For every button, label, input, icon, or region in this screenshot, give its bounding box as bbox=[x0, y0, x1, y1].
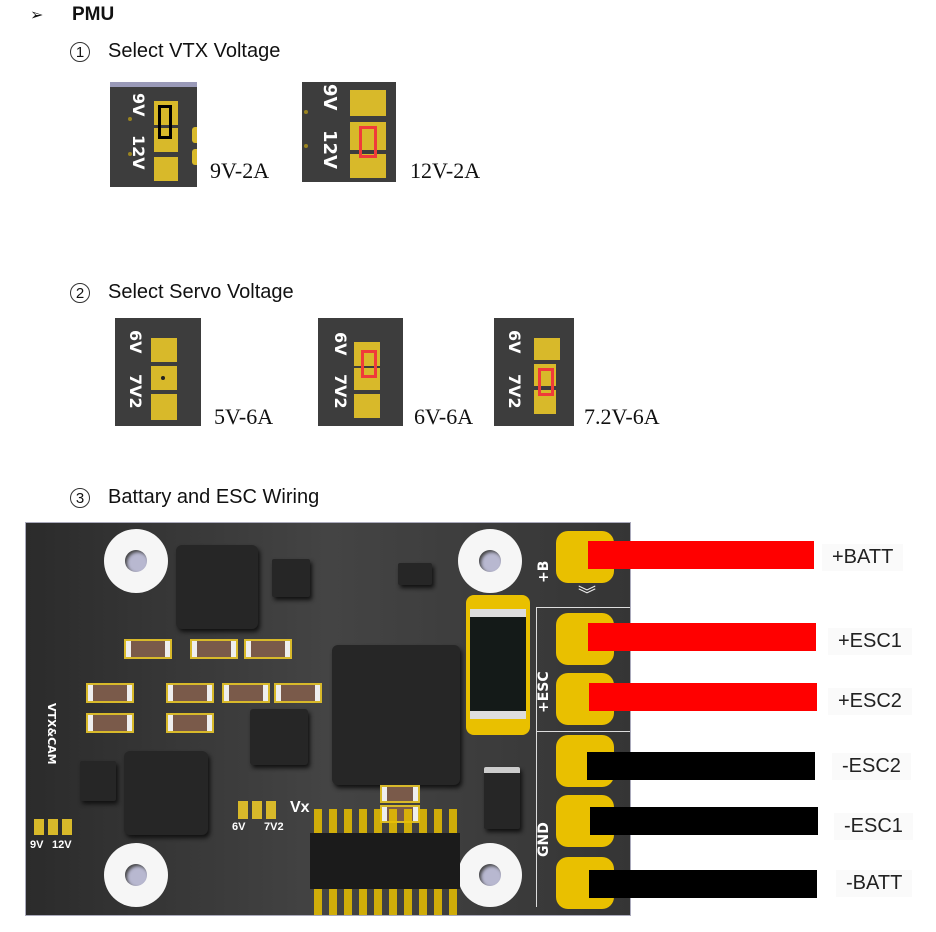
wire-label: -ESC1 bbox=[834, 813, 913, 840]
mounting-hole bbox=[458, 529, 522, 593]
step-title: Battary and ESC Wiring bbox=[108, 486, 320, 508]
ic bbox=[272, 559, 310, 597]
step-3-heading: 3 Battary and ESC Wiring bbox=[70, 486, 319, 509]
mounting-hole bbox=[458, 843, 522, 907]
silk-label: 7V2 bbox=[505, 374, 524, 409]
silk-label: 6V bbox=[505, 330, 524, 354]
mounting-hole bbox=[104, 529, 168, 593]
wire-black bbox=[589, 870, 817, 898]
wire-black bbox=[587, 752, 815, 780]
vtx-option-caption: 9V-2A bbox=[210, 158, 270, 183]
step-title: Select Servo Voltage bbox=[108, 281, 294, 303]
silk-label: 9V bbox=[30, 839, 44, 851]
wire-label: +BATT bbox=[822, 544, 904, 571]
silk-label: 7V2 bbox=[126, 374, 145, 409]
step-title: Select VTX Voltage bbox=[108, 40, 281, 62]
wire-label: -BATT bbox=[836, 870, 913, 897]
servo-option-caption: 7.2V-6A bbox=[584, 404, 660, 429]
diode bbox=[484, 767, 520, 829]
shunt-resistor bbox=[466, 595, 530, 735]
jumper-bridge-marker bbox=[538, 368, 554, 396]
servo-option-caption: 5V-6A bbox=[214, 404, 274, 429]
jumper-bridge-marker bbox=[158, 105, 172, 139]
jumper-bridge-marker bbox=[361, 350, 377, 378]
step-number: 2 bbox=[70, 282, 90, 303]
step-number: 3 bbox=[70, 487, 90, 508]
silk-label: +ESC bbox=[536, 671, 552, 713]
servo-jumper-5v-image: 6V 7V2 bbox=[115, 318, 201, 426]
section-title: PMU bbox=[72, 4, 115, 25]
ic bbox=[398, 563, 432, 585]
wire-label: +ESC1 bbox=[828, 628, 912, 655]
silk-label: 6V bbox=[232, 821, 246, 833]
ic bbox=[80, 761, 116, 801]
wire-label: +ESC2 bbox=[828, 688, 912, 715]
servo-option-caption: 6V-6A bbox=[414, 404, 474, 429]
silk-label: 12V bbox=[52, 839, 72, 851]
ic bbox=[250, 709, 308, 765]
wire-red bbox=[589, 683, 817, 711]
inductor bbox=[332, 645, 460, 785]
pin-header bbox=[310, 809, 460, 915]
silk-label: Vx bbox=[290, 799, 310, 816]
silk-label: +B bbox=[536, 560, 552, 583]
chevrons-down-icon: ︾ bbox=[578, 585, 596, 605]
inductor bbox=[176, 545, 258, 629]
arrow-right-icon: ➢ bbox=[30, 7, 44, 24]
pmu-board-image: VTX&CAM 9V 12V 6V 7V2 Vx +B ︾ +ESC GND bbox=[25, 522, 631, 916]
silk-label: 6V bbox=[126, 330, 145, 354]
silk-label: 9V bbox=[129, 93, 148, 117]
section-heading: ➢ PMU bbox=[30, 4, 114, 26]
step-number: 1 bbox=[70, 41, 90, 62]
jumper-bridge-marker bbox=[359, 126, 377, 158]
silk-label: 9V bbox=[319, 84, 340, 111]
silk-label: 6V bbox=[331, 332, 350, 356]
mounting-hole bbox=[104, 843, 168, 907]
servo-jumper-6v-image: 6V 7V2 bbox=[318, 318, 403, 426]
silk-label: 12V bbox=[319, 130, 340, 169]
silk-label: VTX&CAM bbox=[45, 703, 58, 765]
inductor bbox=[124, 751, 208, 835]
vtx-jumper-12v-image: 9V 12V bbox=[302, 82, 396, 182]
servo-jumper-7v2-image: 6V 7V2 bbox=[494, 318, 574, 426]
silk-label: GND bbox=[536, 822, 552, 857]
wire-red bbox=[588, 541, 814, 569]
wire-label: -ESC2 bbox=[832, 753, 911, 780]
vtx-jumper-9v-image: 9V 12V bbox=[110, 82, 197, 187]
silk-label: 7V2 bbox=[264, 821, 284, 833]
silk-label: 7V2 bbox=[331, 374, 350, 409]
wire-red bbox=[588, 623, 816, 651]
vtx-option-caption: 12V-2A bbox=[410, 158, 481, 183]
step-1-heading: 1 Select VTX Voltage bbox=[70, 40, 280, 63]
wire-black bbox=[590, 807, 818, 835]
step-2-heading: 2 Select Servo Voltage bbox=[70, 281, 294, 304]
